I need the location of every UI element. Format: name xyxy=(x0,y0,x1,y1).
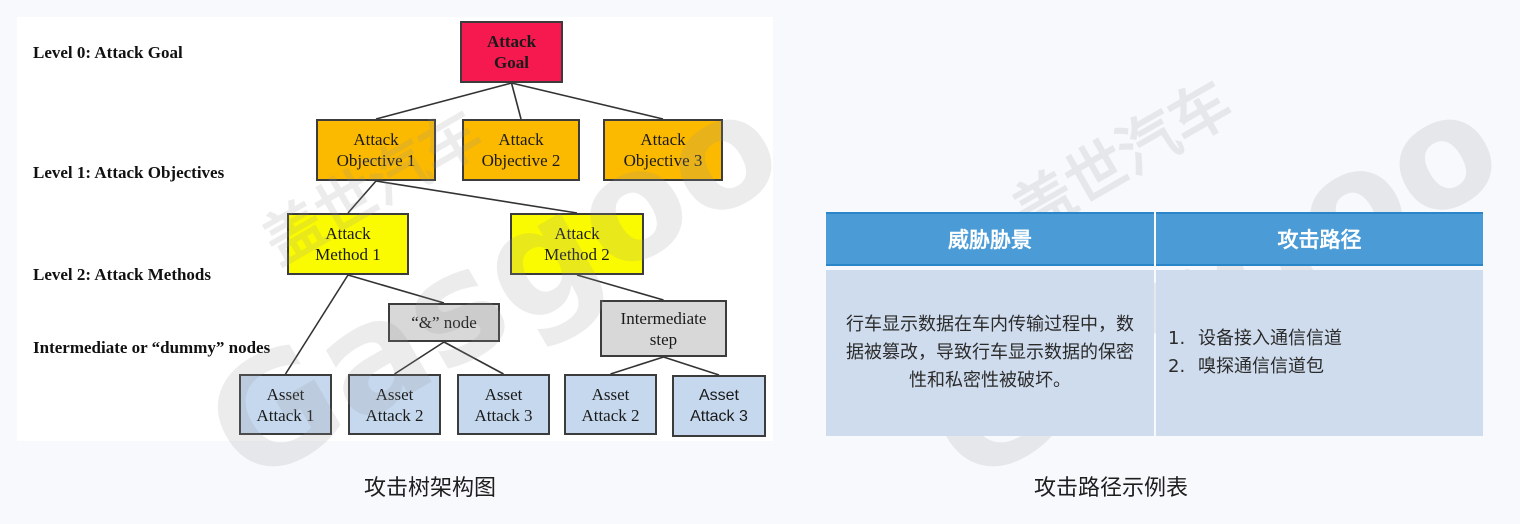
attack-tree-diagram: Level 0: Attack Goal Level 1: Attack Obj… xyxy=(17,17,773,441)
node-attack-objective-1: Attack Objective 1 xyxy=(316,119,436,181)
node-line: Attack xyxy=(486,32,537,51)
node-line: Asset xyxy=(375,384,414,404)
caption-attack-path-table: 攻击路径示例表 xyxy=(1034,476,1189,501)
node-line: Attack 3 xyxy=(690,408,748,425)
node-asset-attack-1: Asset Attack 1 xyxy=(239,374,332,435)
tree-edge-intermediate_step-asset2b xyxy=(610,356,664,375)
attack-path-table: 威胁胁景 攻击路径 行车显示数据在车内传输过程中，数据被篡改，导致行车显示数据的… xyxy=(826,212,1483,436)
node-attack-objective-3: Attack Objective 3 xyxy=(603,119,723,181)
node-attack-goal: Attack Goal xyxy=(460,21,563,83)
node-line: Attack 3 xyxy=(474,405,533,425)
node-line: Objective 1 xyxy=(336,151,416,170)
tree-edge-goal-objective3 xyxy=(511,82,664,120)
tree-edge-goal-objective2 xyxy=(510,82,522,120)
node-line: step xyxy=(649,329,678,349)
node-asset-attack-2: Asset Attack 2 xyxy=(348,374,441,435)
node-line: Objective 3 xyxy=(623,151,703,170)
node-asset-attack-3-b: Asset Attack 3 xyxy=(672,375,766,437)
level-0-label: Level 0: Attack Goal xyxy=(33,43,183,62)
node-asset-attack-3: Asset Attack 3 xyxy=(457,374,550,435)
node-line: Attack xyxy=(353,130,399,149)
node-line: “&” node xyxy=(411,313,477,332)
path-item: 1. 设备接入通信信道 xyxy=(1168,325,1483,353)
node-attack-method-2: Attack Method 2 xyxy=(510,213,644,275)
node-line: Asset xyxy=(591,384,630,404)
path-text: 嗅探通信信道包 xyxy=(1198,356,1324,377)
node-line: Attack xyxy=(325,224,371,243)
node-line: Method 1 xyxy=(315,245,381,264)
level-1-label: Level 1: Attack Objectives xyxy=(33,163,225,182)
path-number: 2. xyxy=(1168,356,1186,377)
node-line: Attack 2 xyxy=(581,405,640,425)
path-text: 设备接入通信信道 xyxy=(1198,328,1342,349)
tree-edge-method1-asset1 xyxy=(284,274,349,375)
node-line: Asset xyxy=(484,384,523,404)
caption-attack-tree: 攻击树架构图 xyxy=(364,476,497,501)
node-intermediate-step: Intermediate step xyxy=(600,300,727,357)
tree-edge-objective1-method1 xyxy=(347,180,377,214)
intermediate-level-label: Intermediate or “dummy” nodes xyxy=(33,338,271,357)
node-line: Method 2 xyxy=(544,245,610,264)
header-threat-scenario: 威胁胁景 xyxy=(826,212,1154,266)
tree-edge-and_node-asset3a xyxy=(443,341,504,375)
level-2-label: Level 2: Attack Methods xyxy=(33,265,212,284)
node-attack-method-1: Attack Method 1 xyxy=(287,213,409,275)
path-number: 1. xyxy=(1168,328,1186,349)
tree-edge-method2-intermediate_step xyxy=(576,274,664,301)
cell-threat-scenario: 行车显示数据在车内传输过程中，数据被篡改，导致行车显示数据的保密性和私密性被破坏… xyxy=(826,270,1154,436)
node-line: Intermediate xyxy=(620,308,707,328)
node-line: Attack xyxy=(554,224,600,243)
tree-edge-and_node-asset2a xyxy=(394,341,445,375)
tree-edge-goal-objective1 xyxy=(375,82,512,120)
tree-edge-objective1-method2 xyxy=(375,180,578,214)
node-line: Attack 2 xyxy=(365,405,424,425)
node-asset-attack-2-b: Asset Attack 2 xyxy=(564,374,657,435)
node-line: Objective 2 xyxy=(481,151,561,170)
node-line: Attack xyxy=(640,130,686,149)
tree-edges xyxy=(284,82,720,376)
node-attack-objective-2: Attack Objective 2 xyxy=(462,119,580,181)
node-and: “&” node xyxy=(388,303,500,342)
node-line: Attack 1 xyxy=(256,405,315,425)
node-line: Goal xyxy=(494,53,529,72)
cell-attack-paths: 1. 设备接入通信信道 2. 嗅探通信信道包 xyxy=(1156,270,1483,436)
node-line: Asset xyxy=(266,384,305,404)
scenario-text: 行车显示数据在车内传输过程中，数据被篡改，导致行车显示数据的保密性和私密性被破坏… xyxy=(846,314,1134,391)
node-line: Attack xyxy=(498,130,544,149)
tree-edge-method1-and_node xyxy=(347,274,445,304)
header-attack-path: 攻击路径 xyxy=(1156,212,1483,266)
tree-edge-intermediate_step-asset3b xyxy=(663,356,720,376)
path-item: 2. 嗅探通信信道包 xyxy=(1168,353,1483,381)
node-line: Asset xyxy=(698,387,739,404)
